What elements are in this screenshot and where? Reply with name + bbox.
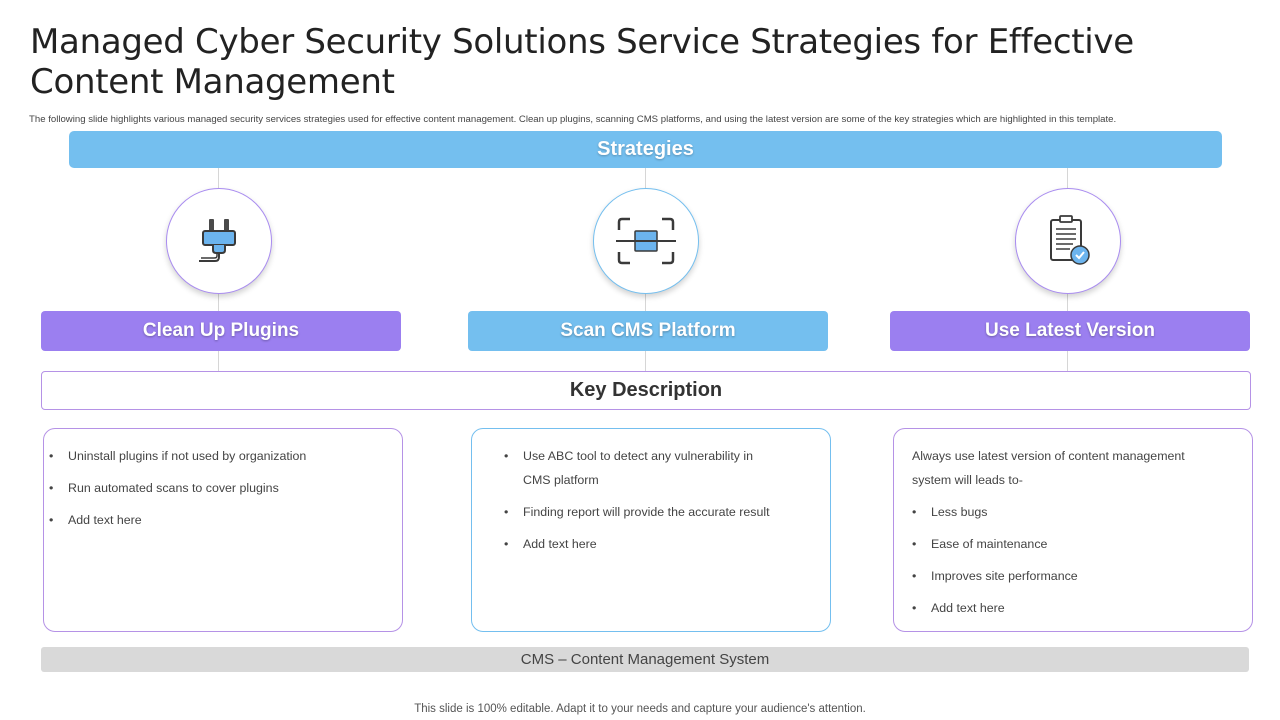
plug-icon-circle [166,188,272,294]
list-item: Add text here [504,532,780,556]
heading-scan-cms-platform: Scan CMS Platform [468,311,828,351]
slide-subtitle: The following slide highlights various m… [29,114,1117,125]
heading-use-latest-version: Use Latest Version [890,311,1250,351]
description-card-scan: Use ABC tool to detect any vulnerability… [471,428,831,632]
list-item: Add text here [49,508,382,532]
list-item: Improves site performance [912,564,1212,588]
scan-icon-circle [593,188,699,294]
latest-version-intro: Always use latest version of content man… [912,449,1185,487]
description-card-plugins: Uninstall plugins if not used by organiz… [43,428,403,632]
list-item: Finding report will provide the accurate… [504,500,780,524]
cms-definition-note: CMS – Content Management System [41,647,1249,672]
list-item: Run automated scans to cover plugins [49,476,382,500]
plug-icon [199,219,236,262]
scan-list: Use ABC tool to detect any vulnerability… [504,444,780,556]
list-item: Uninstall plugins if not used by organiz… [49,444,382,468]
description-card-latest-version: Always use latest version of content man… [893,428,1253,632]
clipboard-check-icon-circle [1015,188,1121,294]
footer-note: This slide is 100% editable. Adapt it to… [414,703,866,715]
key-description-header: Key Description [41,371,1251,410]
list-item: Add text here [912,596,1212,620]
strategies-header: Strategies [69,131,1222,168]
plugins-list: Uninstall plugins if not used by organiz… [49,444,382,532]
scan-icon [616,217,676,265]
list-item: Less bugs [912,500,1212,524]
heading-clean-up-plugins: Clean Up Plugins [41,311,401,351]
clipboard-check-icon [1050,215,1090,265]
latest-version-list: Less bugs Ease of maintenance Improves s… [912,500,1212,620]
list-item: Use ABC tool to detect any vulnerability… [504,444,780,492]
list-item: Ease of maintenance [912,532,1212,556]
slide-title: Managed Cyber Security Solutions Service… [30,22,1134,102]
